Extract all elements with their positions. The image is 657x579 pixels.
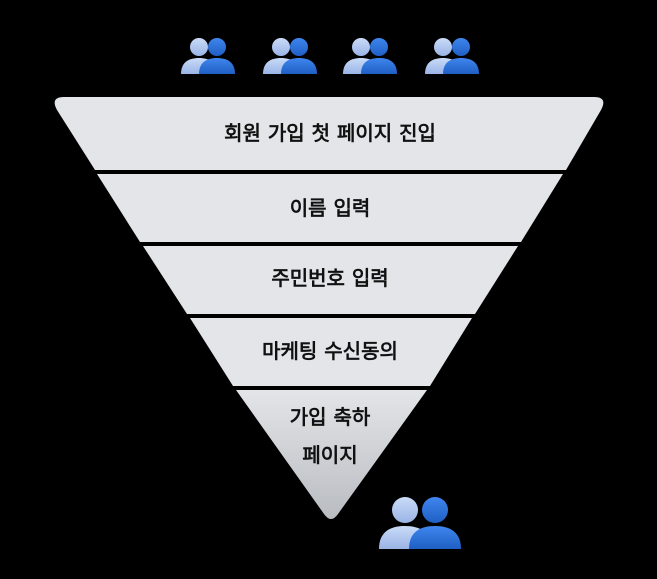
- bottom-users-icon: [379, 497, 461, 549]
- funnel-stage-2-label: 이름 입력: [290, 196, 371, 220]
- top-users-group: [181, 38, 479, 74]
- funnel-stage-5-label-line1: 가입 축하: [290, 405, 371, 429]
- funnel-stage-1-label: 회원 가입 첫 페이지 진입: [224, 121, 436, 145]
- funnel-stage-2: [97, 174, 563, 242]
- users-icon: [425, 38, 479, 74]
- funnel-stage-1: [54, 97, 604, 170]
- users-icon: [181, 38, 235, 74]
- funnel-stage-5-label-line2: 페이지: [302, 443, 357, 467]
- funnel-stage-3-label: 주민번호 입력: [271, 266, 388, 290]
- funnel-stages: 회원 가입 첫 페이지 진입 이름 입력 주민번호 입력 마케팅 수신동의 가입…: [54, 97, 604, 519]
- users-icon: [263, 38, 317, 74]
- funnel-stage-4-label: 마케팅 수신동의: [262, 339, 398, 363]
- funnel-stage-3: [143, 246, 518, 314]
- users-icon: [343, 38, 397, 74]
- funnel-stage-4: [190, 318, 472, 386]
- funnel-stage-5: [236, 390, 427, 519]
